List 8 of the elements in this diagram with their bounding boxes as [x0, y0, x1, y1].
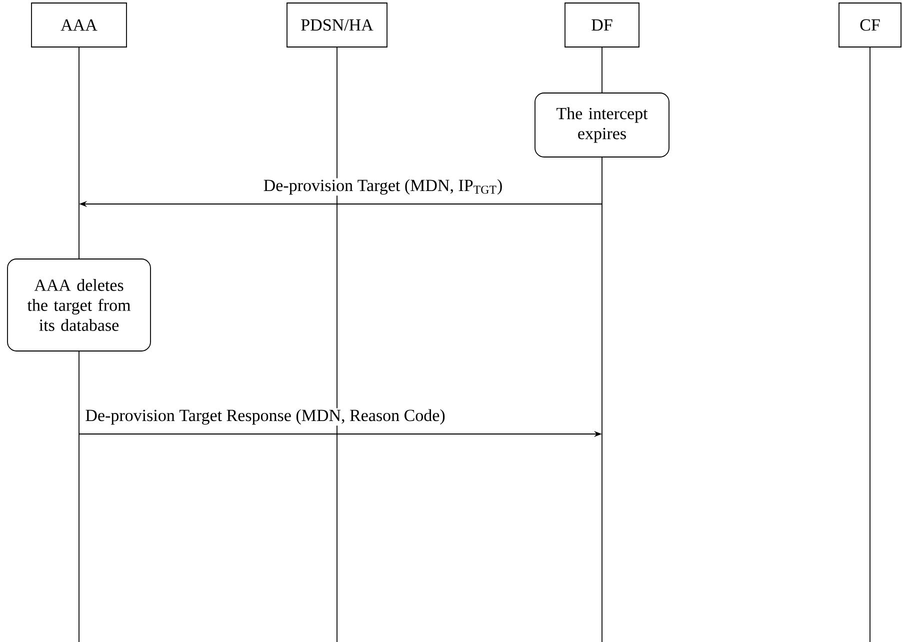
participant-box: PDSN/HA [286, 2, 388, 48]
note-box: The intercept expires [534, 92, 670, 158]
participant-box: DF [564, 2, 640, 48]
participant-box: AAA [31, 2, 127, 48]
participant-box: CF [838, 2, 902, 48]
message-label: De-provision Target Response (MDN, Reason Code) [84, 408, 446, 426]
message-label: De-provision Target (MDN, IP$_{TGT}$) [262, 178, 504, 196]
note-box: AAA deletes the target from its database [7, 258, 151, 352]
